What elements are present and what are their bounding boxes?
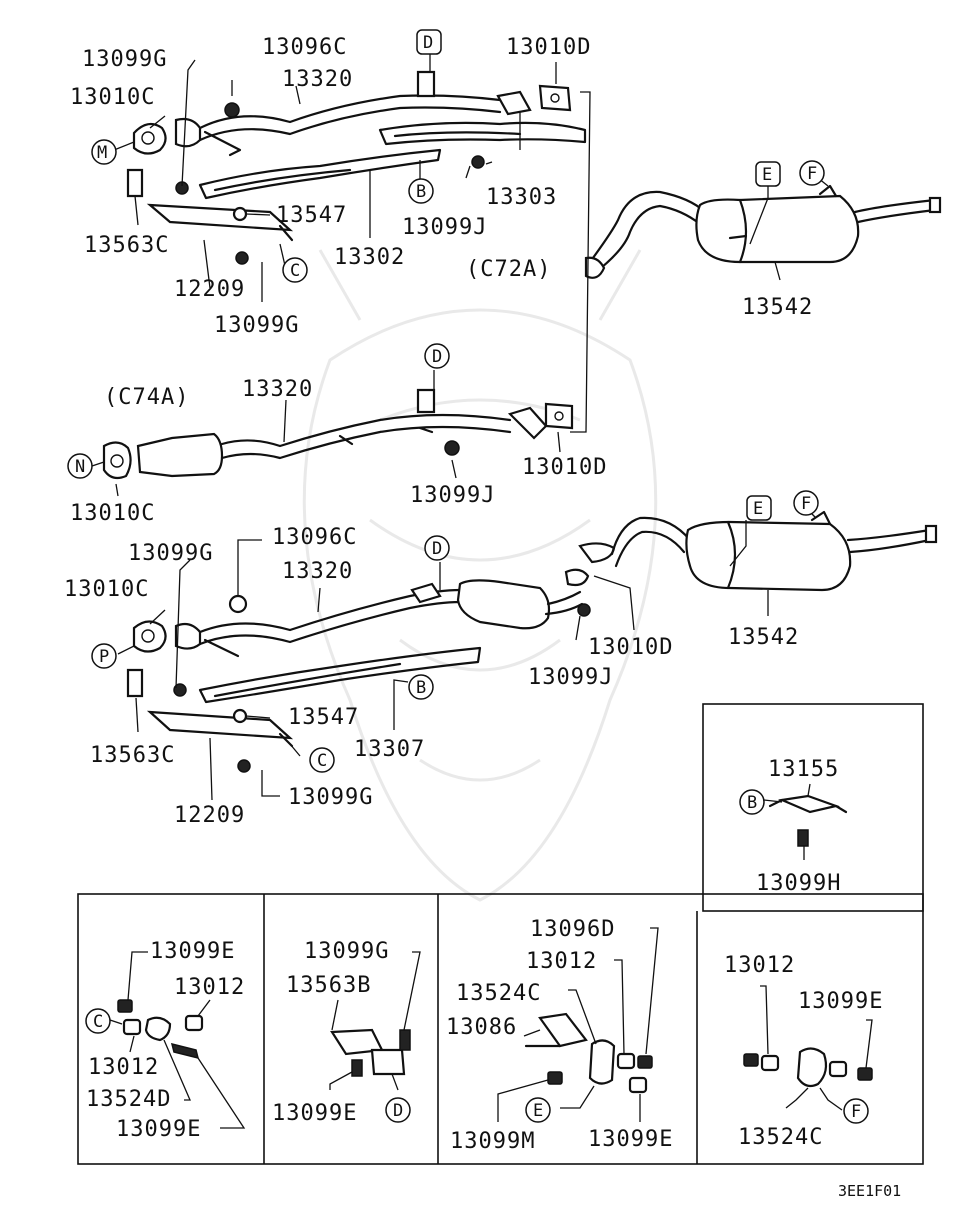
label-p3-13012: 13012 bbox=[526, 949, 597, 974]
label-13320-bot: 13320 bbox=[282, 559, 353, 584]
label-13320-top: 13320 bbox=[282, 67, 353, 92]
tag-c-p1: C bbox=[93, 1012, 103, 1032]
label-13155: 13155 bbox=[768, 757, 839, 782]
label-p4-13012: 13012 bbox=[724, 953, 795, 978]
label-13542-top: 13542 bbox=[742, 295, 813, 320]
label-13010D-mid: 13010D bbox=[522, 455, 607, 480]
label-13542-bot: 13542 bbox=[728, 625, 799, 650]
label-p3-13099E: 13099E bbox=[588, 1127, 673, 1152]
label-p3-13096D: 13096D bbox=[530, 917, 615, 942]
watermark bbox=[302, 249, 658, 902]
tag-n: N bbox=[75, 457, 85, 477]
panel-4-parts bbox=[743, 985, 873, 1111]
label-p1-13012: 13012 bbox=[174, 975, 245, 1000]
label-p3-13099M: 13099M bbox=[450, 1129, 535, 1154]
inset-b-parts bbox=[763, 783, 848, 860]
label-13010C-mid: 13010C bbox=[70, 501, 155, 526]
panel-2-parts bbox=[329, 951, 421, 1091]
top-leaders bbox=[113, 54, 829, 433]
tag-e-p3: E bbox=[533, 1101, 543, 1121]
label-p4-13524C: 13524C bbox=[738, 1125, 823, 1150]
label-p2-13099G: 13099G bbox=[304, 939, 389, 964]
label-13302: 13302 bbox=[334, 245, 405, 270]
label-12209-bot: 12209 bbox=[174, 803, 245, 828]
label-13096C-top: 13096C bbox=[262, 35, 347, 60]
tag-c-top: C bbox=[290, 261, 300, 281]
label-13010C-bot: 13010C bbox=[64, 577, 149, 602]
label-p1-13099Eb: 13099E bbox=[116, 1117, 201, 1142]
label-13320-mid: 13320 bbox=[242, 377, 313, 402]
label-13099J-top: 13099J bbox=[402, 215, 487, 240]
label-13010D-top: 13010D bbox=[506, 35, 591, 60]
part-number-labels: 13099G 13096C D 13010D 13320 13010C M B … bbox=[64, 33, 901, 1200]
tag-e-bot: E bbox=[753, 499, 763, 519]
top-assembly bbox=[126, 70, 942, 279]
tag-f-top: F bbox=[807, 164, 817, 184]
label-13099G-top2: 13099G bbox=[214, 313, 299, 338]
tag-d-top: D bbox=[423, 33, 433, 53]
label-p3-13524C: 13524C bbox=[456, 981, 541, 1006]
label-13010D-bot: 13010D bbox=[588, 635, 673, 660]
label-13099G-bot2: 13099G bbox=[288, 785, 373, 810]
tag-d-p2: D bbox=[393, 1101, 403, 1121]
middle-assembly bbox=[91, 370, 574, 497]
bottom-assembly bbox=[117, 509, 938, 801]
label-c72a: (C72A) bbox=[466, 257, 551, 282]
label-12209-top: 12209 bbox=[174, 277, 245, 302]
label-p1-13012b: 13012 bbox=[88, 1055, 159, 1080]
figure-code: 3EE1F01 bbox=[838, 1182, 901, 1200]
label-p3-13086: 13086 bbox=[446, 1015, 517, 1040]
label-13099H: 13099H bbox=[756, 871, 841, 896]
label-13010C-top: 13010C bbox=[70, 85, 155, 110]
label-13547-top: 13547 bbox=[276, 203, 347, 228]
tag-d-bot: D bbox=[432, 539, 442, 559]
label-c74a: (C74A) bbox=[104, 385, 189, 410]
label-13096C-bot: 13096C bbox=[272, 525, 357, 550]
tag-p: P bbox=[99, 647, 109, 667]
label-p2-13563B: 13563B bbox=[286, 973, 371, 998]
tag-b-top: B bbox=[416, 182, 426, 202]
label-p1-13099E: 13099E bbox=[150, 939, 235, 964]
callout-tags bbox=[67, 29, 869, 1124]
label-p1-13524D: 13524D bbox=[86, 1087, 171, 1112]
tag-c-bot: C bbox=[317, 751, 327, 771]
tag-f-bot: F bbox=[801, 494, 811, 514]
tag-b-bot: B bbox=[416, 678, 426, 698]
label-13099G-top: 13099G bbox=[82, 47, 167, 72]
tag-b-inset: B bbox=[747, 793, 757, 813]
tag-e-top: E bbox=[762, 165, 772, 185]
label-13307: 13307 bbox=[354, 737, 425, 762]
label-13563C-bot: 13563C bbox=[90, 743, 175, 768]
label-13099J-bot: 13099J bbox=[528, 665, 613, 690]
label-13563C-top: 13563C bbox=[84, 233, 169, 258]
label-13547-bot: 13547 bbox=[288, 705, 359, 730]
label-p4-13099E: 13099E bbox=[798, 989, 883, 1014]
panel-1-parts bbox=[109, 951, 246, 1129]
label-13303: 13303 bbox=[486, 185, 557, 210]
tag-d-mid: D bbox=[432, 347, 442, 367]
label-p2-13099E: 13099E bbox=[272, 1101, 357, 1126]
inset-frames bbox=[77, 703, 924, 1165]
tag-m: M bbox=[97, 143, 107, 163]
label-13099G-bot: 13099G bbox=[128, 541, 213, 566]
tag-f-p4: F bbox=[851, 1102, 861, 1122]
panel-3-parts bbox=[497, 927, 659, 1122]
label-13099J-mid: 13099J bbox=[410, 483, 495, 508]
